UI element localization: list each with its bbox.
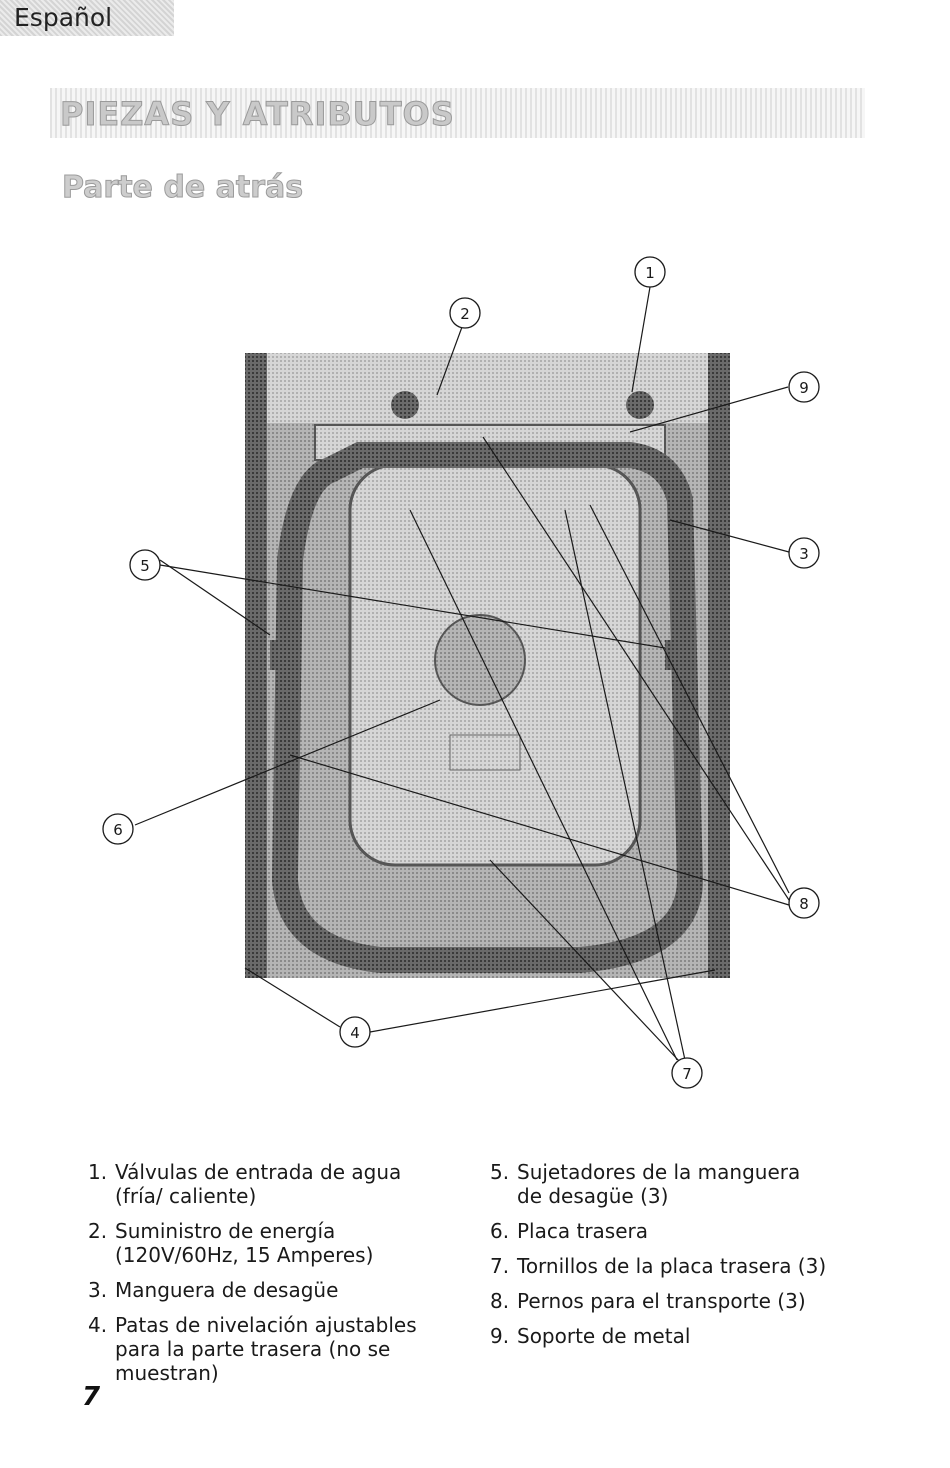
page-number: 7 <box>82 1382 101 1412</box>
legend-number: 7. <box>490 1254 510 1278</box>
svg-text:5: 5 <box>140 557 150 575</box>
legend-number: 8. <box>490 1289 510 1313</box>
legend-number: 6. <box>490 1219 510 1243</box>
svg-text:9: 9 <box>799 379 809 397</box>
section-title-band <box>50 88 865 138</box>
legend-number: 1. <box>88 1160 108 1184</box>
legend-item: 6. Placa trasera <box>490 1219 830 1243</box>
legend-number: 3. <box>88 1278 108 1302</box>
callout-8: 8 <box>788 887 820 919</box>
inlet-valve-left <box>391 391 419 419</box>
parts-legend-left: 1. Válvulas de entrada de agua (fría/ ca… <box>88 1160 448 1396</box>
language-tab: Español <box>0 0 174 36</box>
drain-hose <box>271 442 704 973</box>
legend-item: 4. Patas de nivelación ajustables para l… <box>88 1313 448 1385</box>
svg-text:6: 6 <box>113 821 123 839</box>
legend-text: Pernos para el transporte (3) <box>517 1289 806 1313</box>
motor-cover <box>434 614 526 706</box>
callout-5: 5 <box>129 549 161 581</box>
callout-9: 9 <box>788 371 820 403</box>
legend-number: 9. <box>490 1324 510 1348</box>
legend-text: Patas de nivelación ajustables para la p… <box>115 1313 417 1385</box>
section-title: PIEZAS Y ATRIBUTOS <box>60 95 455 134</box>
legend-text: Placa trasera <box>517 1219 649 1243</box>
callout-7: 7 <box>671 1057 703 1089</box>
parts-legend-right: 5. Sujetadores de la manguera de desagüe… <box>490 1160 830 1359</box>
legend-text: Soporte de metal <box>517 1324 691 1348</box>
legend-item: 7. Tornillos de la placa trasera (3) <box>490 1254 830 1278</box>
legend-item: 2. Suministro de energía (120V/60Hz, 15 … <box>88 1219 448 1267</box>
legend-text: Tornillos de la placa trasera (3) <box>517 1254 827 1278</box>
svg-text:8: 8 <box>799 895 809 913</box>
svg-text:1: 1 <box>645 264 655 282</box>
hose-clip-right <box>665 640 695 670</box>
legend-number: 5. <box>490 1160 510 1184</box>
callout-4: 4 <box>339 1016 371 1048</box>
legend-item: 9. Soporte de metal <box>490 1324 830 1348</box>
legend-text: Válvulas de entrada de agua (fría/ calie… <box>115 1160 402 1208</box>
legend-item: 3. Manguera de desagüe <box>88 1278 448 1302</box>
svg-text:2: 2 <box>460 305 470 323</box>
legend-number: 4. <box>88 1313 108 1337</box>
legend-item: 5. Sujetadores de la manguera de desagüe… <box>490 1160 830 1208</box>
legend-text: Suministro de energía (120V/60Hz, 15 Amp… <box>115 1219 374 1267</box>
callout-2: 2 <box>449 297 481 329</box>
svg-text:3: 3 <box>799 545 809 563</box>
callout-3: 3 <box>788 537 820 569</box>
svg-text:7: 7 <box>682 1065 692 1083</box>
inlet-valve-right <box>626 391 654 419</box>
svg-text:4: 4 <box>350 1024 360 1042</box>
washer-photo <box>245 353 730 978</box>
callout-6: 6 <box>102 813 134 845</box>
legend-item: 8. Pernos para el transporte (3) <box>490 1289 830 1313</box>
rating-label <box>449 734 521 771</box>
leader-lines <box>134 286 790 1063</box>
legend-text: Manguera de desagüe <box>115 1278 339 1302</box>
hose-clip-left <box>270 640 300 670</box>
legend-number: 2. <box>88 1219 108 1243</box>
washer-rear-view-figure: 1 2 3 4 5 6 7 8 9 <box>102 256 820 1089</box>
callout-1: 1 <box>634 256 666 288</box>
subsection-title: Parte de atrás <box>61 170 304 206</box>
legend-text: Sujetadores de la manguera de desagüe (3… <box>517 1160 801 1208</box>
legend-item: 1. Válvulas de entrada de agua (fría/ ca… <box>88 1160 448 1208</box>
